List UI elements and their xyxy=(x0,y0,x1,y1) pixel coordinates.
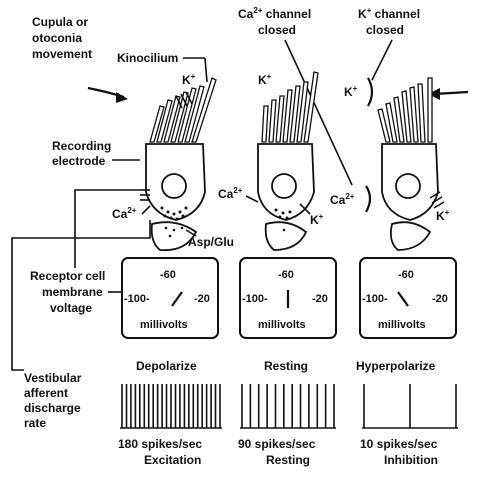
k-label-cell1: K+ xyxy=(182,72,196,87)
vesicles-1 xyxy=(160,206,188,221)
meter-unit: millivolts xyxy=(378,319,426,331)
k-closed-label-2: closed xyxy=(366,23,404,37)
hair-cell-resting: K+ Ca2+ K+ xyxy=(218,71,324,251)
nucleus-2 xyxy=(271,173,297,199)
meter-right-tick: -20 xyxy=(312,293,328,305)
vestibular-label-4: rate xyxy=(24,416,46,430)
nucleus-1 xyxy=(161,173,187,199)
afferent-terminal-2 xyxy=(264,221,308,251)
ca-closed-label-2: closed xyxy=(258,23,296,37)
meter-right-tick: -20 xyxy=(194,293,210,305)
meter-top-tick: -60 xyxy=(278,269,294,281)
k-label-cell3: K+ xyxy=(344,84,358,99)
rate-resting: 90 spikes/sec xyxy=(238,437,316,451)
stereocilia-bundle-2 xyxy=(261,71,319,143)
meter-top-tick: -60 xyxy=(398,269,414,281)
state-hyperpolarize: Hyperpolarize xyxy=(356,359,436,373)
k-channel-closed-mark xyxy=(367,77,374,107)
rate-hyperpolarize: 10 spikes/sec xyxy=(360,437,438,451)
receptor-label-2: membrane xyxy=(42,285,103,299)
vesicles-2 xyxy=(274,208,292,220)
recording-label-1: Recording xyxy=(52,139,111,153)
afferent-connector xyxy=(11,220,151,371)
k-entry-arrows-1 xyxy=(175,91,193,109)
ca-label-cell3: Ca2+ xyxy=(330,192,355,207)
k-label-cell2: K+ xyxy=(258,72,272,87)
vestibular-label-3: discharge xyxy=(24,401,81,415)
asp-glu-label: Asp/Glu xyxy=(188,235,234,249)
meter-top-tick: -60 xyxy=(160,269,176,281)
state-depolarize: Depolarize xyxy=(136,359,197,373)
k-channel-marks-3 xyxy=(429,191,445,209)
meter-right-tick: -20 xyxy=(432,293,448,305)
cupula-label-3: movement xyxy=(32,47,92,61)
kinocilium-leader-2 xyxy=(204,57,208,83)
effect-inhibition: Inhibition xyxy=(384,453,438,467)
stereocilia-bundle-3 xyxy=(377,77,433,143)
spike-trains xyxy=(121,384,457,428)
effect-resting: Resting xyxy=(266,453,310,467)
ca-channel-closed-mark xyxy=(365,185,372,213)
k-closed-leader xyxy=(371,39,393,81)
afferent-terminal-1 xyxy=(150,221,198,252)
rate-depolarize: 180 spikes/sec xyxy=(118,437,202,451)
effect-excitation: Excitation xyxy=(144,453,201,467)
meter-hyperpolarize: -60 -100- -20 millivolts xyxy=(359,257,457,339)
afferent-terminal-3 xyxy=(389,221,432,251)
reverse-arrowhead xyxy=(428,88,440,100)
movement-arrowhead xyxy=(116,92,128,103)
state-resting: Resting xyxy=(264,359,308,373)
hair-cell-hyperpolarize: K+ Ca2+ K+ xyxy=(330,77,450,251)
k-label-cell2-out: K+ xyxy=(310,212,324,227)
meter-resting: -60 -100- -20 millivolts xyxy=(239,257,337,339)
k-arrow-cell2 xyxy=(299,203,311,215)
recording-label-2: electrode xyxy=(52,154,106,168)
ca-channel-marks-1 xyxy=(140,189,150,201)
receptor-label-1: Receptor cell xyxy=(30,269,105,283)
stereocilia-bundle-1 xyxy=(149,77,217,143)
meter-depolarize: -60 -100- -20 millivolts xyxy=(121,257,219,339)
kinocilium-label: Kinocilium xyxy=(117,51,178,65)
meter-left-tick: -100- xyxy=(124,293,150,305)
transmitter-dot-2 xyxy=(282,228,286,232)
ca-closed-leader xyxy=(284,39,353,186)
cupula-label-1: Cupula or xyxy=(32,15,88,29)
hair-cell-depolarize: K+ Ca2+ Asp/Glu xyxy=(112,72,234,252)
asp-glu-leader xyxy=(185,229,197,237)
nucleus-3 xyxy=(395,173,421,199)
k-closed-label-1: K+ channel xyxy=(358,6,420,21)
cupula-label-2: otoconia xyxy=(32,31,82,45)
meter-unit: millivolts xyxy=(258,319,306,331)
ca-label-cell2: Ca2+ xyxy=(218,186,243,201)
ca-arrow-cell2 xyxy=(245,195,259,203)
receptor-label-3: voltage xyxy=(50,301,92,315)
meter-needle xyxy=(171,291,183,307)
vestibular-label-2: afferent xyxy=(24,386,68,400)
k-label-cell3-out: K+ xyxy=(436,208,450,223)
meter-unit: millivolts xyxy=(140,319,188,331)
meter-left-tick: -100- xyxy=(242,293,268,305)
vestibular-label-1: Vestibular xyxy=(24,371,82,385)
receptor-connector xyxy=(74,189,140,268)
ca-arrow-cell1 xyxy=(141,205,151,215)
ca-closed-label-1: Ca2+ channel xyxy=(238,6,311,21)
transmitter-dots-1 xyxy=(164,226,184,238)
meter-needle xyxy=(397,291,409,307)
meter-left-tick: -100- xyxy=(362,293,388,305)
ca-label-cell1: Ca2+ xyxy=(112,206,137,221)
